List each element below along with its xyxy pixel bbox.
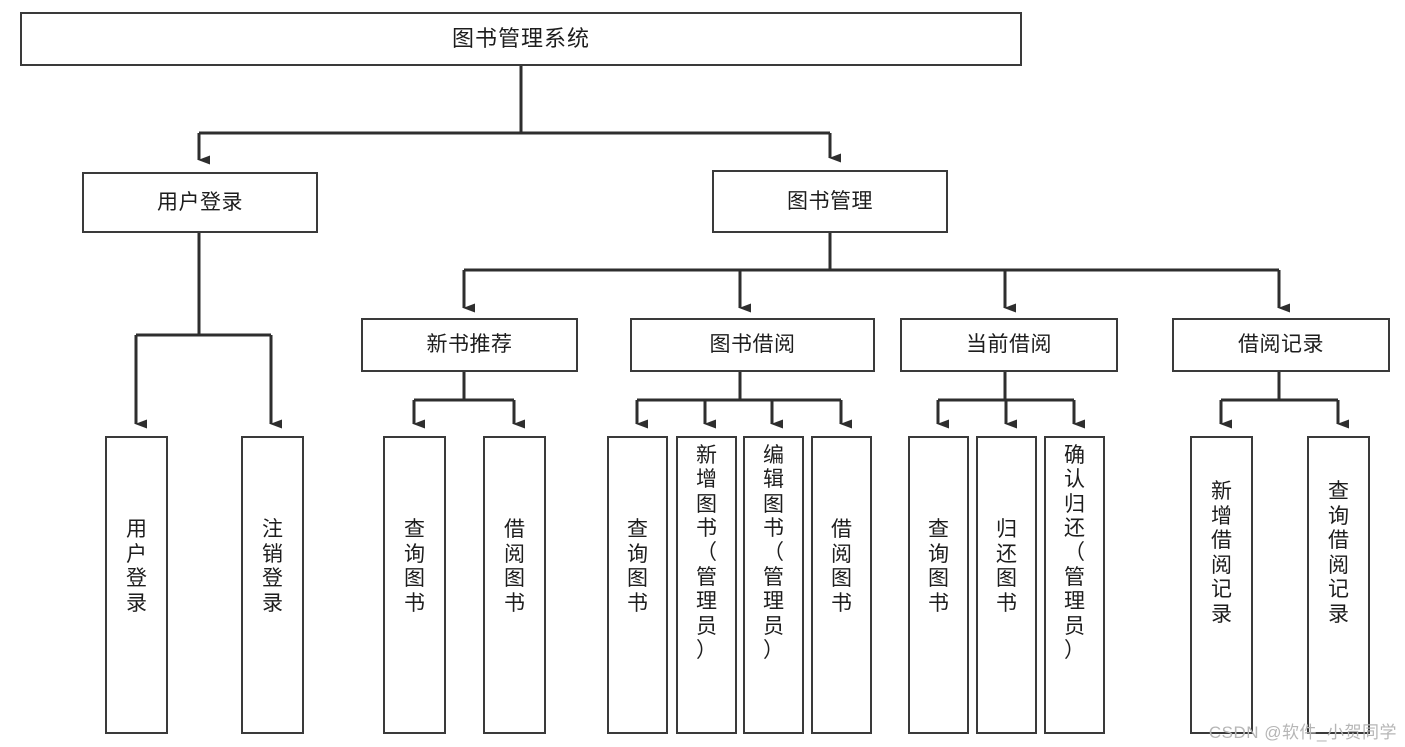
node-label: 图书管理系统 [451, 25, 590, 51]
node-book-borrow[interactable]: 图书借阅 [630, 318, 875, 372]
node-label: 新书推荐 [426, 333, 513, 357]
node-label: 注 销 登 录 [262, 518, 283, 615]
node-leaf-borrow-book-recommendation[interactable]: 借 阅 图 书 [483, 436, 546, 734]
node-leaf-edit-book-admin[interactable]: 编 辑 图 书 （ 管 理 员 ） [743, 436, 804, 734]
node-label: 图书管理 [787, 189, 873, 213]
node-label: 借 阅 图 书 [831, 518, 852, 615]
node-leaf-return-book[interactable]: 归 还 图 书 [976, 436, 1037, 734]
node-leaf-query-borrow-record[interactable]: 查 询 借 阅 记 录 [1307, 436, 1370, 734]
node-leaf-add-borrow-record[interactable]: 新 增 借 阅 记 录 [1190, 436, 1253, 734]
node-leaf-query-book-current[interactable]: 查 询 图 书 [908, 436, 969, 734]
node-label: 查 询 图 书 [404, 518, 425, 615]
node-label: 编 辑 图 书 （ 管 理 员 ） [763, 444, 784, 662]
node-leaf-user-login[interactable]: 用 户 登 录 [105, 436, 168, 734]
node-label: 查 询 图 书 [928, 518, 949, 615]
node-label: 图书借阅 [709, 333, 796, 357]
node-leaf-add-book-admin[interactable]: 新 增 图 书 （ 管 理 员 ） [676, 436, 737, 734]
node-leaf-confirm-return-admin[interactable]: 确 认 归 还 （ 管 理 员 ） [1044, 436, 1105, 734]
node-label: 新 增 图 书 （ 管 理 员 ） [696, 444, 717, 662]
node-root-book-management-system[interactable]: 图书管理系统 [20, 12, 1022, 66]
node-borrow-record[interactable]: 借阅记录 [1172, 318, 1390, 372]
node-new-book-recommendation[interactable]: 新书推荐 [361, 318, 578, 372]
node-current-borrow[interactable]: 当前借阅 [900, 318, 1118, 372]
node-label: 借阅记录 [1238, 333, 1324, 357]
node-label: 确 认 归 还 （ 管 理 员 ） [1064, 444, 1085, 662]
node-leaf-logout[interactable]: 注 销 登 录 [241, 436, 304, 734]
node-user-login[interactable]: 用户登录 [82, 172, 318, 233]
node-label: 查 询 借 阅 记 录 [1328, 480, 1349, 626]
node-label: 借 阅 图 书 [504, 518, 525, 615]
node-label: 用 户 登 录 [126, 518, 147, 615]
node-label: 查 询 图 书 [627, 518, 648, 615]
node-leaf-query-book-borrow[interactable]: 查 询 图 书 [607, 436, 668, 734]
csdn-watermark: CSDN @软件_小贺同学 [1208, 723, 1397, 742]
node-label: 新 增 借 阅 记 录 [1211, 480, 1232, 626]
node-book-management[interactable]: 图书管理 [712, 170, 948, 233]
node-label: 当前借阅 [966, 333, 1052, 357]
node-label: 归 还 图 书 [996, 518, 1017, 615]
node-leaf-query-book-recommendation[interactable]: 查 询 图 书 [383, 436, 446, 734]
node-label: 用户登录 [157, 190, 243, 214]
node-leaf-borrow-book-borrow[interactable]: 借 阅 图 书 [811, 436, 872, 734]
